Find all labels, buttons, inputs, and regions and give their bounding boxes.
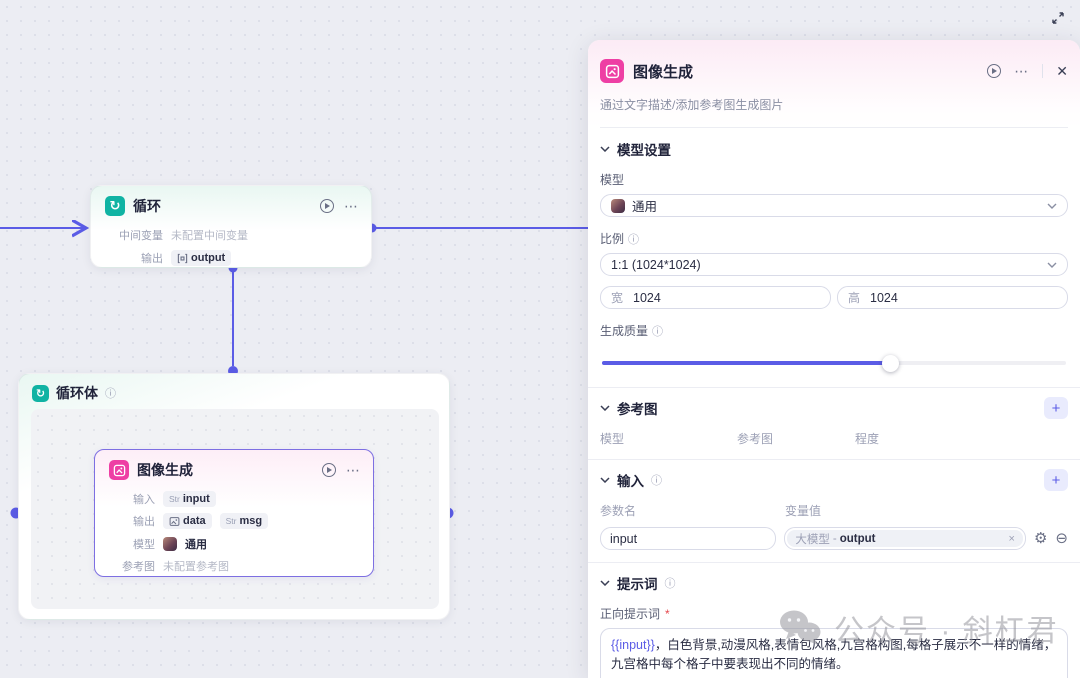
section-model-settings: 模型设置 模型 通用 比例 ⓘ 1:1 (1024*1024) 宽 1024 高…	[588, 128, 1080, 388]
info-icon: ⓘ	[628, 233, 640, 246]
section-title: 提示词	[617, 577, 658, 592]
section-reference: 参考图 + 模型 参考图 程度	[588, 388, 1080, 460]
quality-slider[interactable]	[602, 354, 1066, 372]
col-strength: 程度	[855, 432, 880, 446]
run-node-icon[interactable]	[322, 463, 336, 477]
gear-icon[interactable]: ⚙	[1033, 530, 1048, 547]
model-avatar	[611, 198, 625, 213]
section-title: 模型设置	[617, 143, 671, 158]
chevron-down-icon[interactable]	[600, 477, 610, 483]
slider-fill	[602, 361, 890, 365]
node-config-panel: 图像生成 ⋯ ✕ 通过文字描述/添加参考图生成图片 模型设置 模型 通用	[588, 40, 1080, 678]
positive-prompt-label: 正向提示词*	[600, 606, 670, 622]
node-more-icon[interactable]: ⋯	[346, 462, 361, 478]
output-tag-data: data	[163, 513, 212, 529]
ref-row-value: 未配置参考图	[163, 561, 229, 573]
run-node-icon[interactable]	[987, 64, 1002, 78]
info-icon: ⓘ	[652, 325, 664, 338]
loop-node[interactable]: ↻ 循环 ⋯ 中间变量 未配置中间变量 输出 output	[90, 185, 372, 268]
width-field[interactable]: 宽 1024	[600, 286, 831, 309]
loop-output-tag: output	[171, 250, 232, 266]
chevron-down-icon	[1047, 203, 1057, 209]
loop-body-icon: ↻	[32, 384, 49, 402]
chevron-down-icon[interactable]	[600, 580, 610, 586]
panel-more-icon[interactable]: ⋯	[1014, 63, 1030, 79]
model-row-label: 模型	[133, 539, 155, 551]
prompt-variable: {{input}}	[611, 638, 655, 652]
divider	[1042, 64, 1044, 78]
image-generation-node[interactable]: 图像生成 ⋯ 输入 Str input 输出 data Str	[94, 449, 374, 577]
loop-var-value: 未配置中间变量	[171, 230, 248, 242]
output-row-label: 输出	[133, 516, 155, 528]
remove-row-icon[interactable]: ⊖	[1055, 530, 1068, 547]
loop-node-title: 循环	[133, 198, 161, 214]
col-param-name: 参数名	[600, 504, 637, 518]
model-select[interactable]: 通用	[600, 194, 1068, 217]
chevron-down-icon[interactable]	[600, 146, 610, 152]
add-input-button[interactable]: +	[1044, 469, 1068, 491]
input-row-label: 输入	[133, 494, 155, 506]
remove-tag-icon[interactable]: ×	[1008, 532, 1015, 545]
ratio-label: 比例 ⓘ	[600, 232, 640, 246]
loop-var-label: 中间变量	[119, 230, 163, 242]
slider-thumb[interactable]	[881, 354, 899, 372]
col-variable-value: 变量值	[785, 504, 822, 518]
model-row-value: 通用	[185, 539, 207, 551]
section-input: 输入 ⓘ + 参数名 变量值 input 大模型 - output × ⚙ ⊖	[588, 460, 1080, 563]
loop-body-node[interactable]: ↻ 循环体 ⓘ 图像生成 ⋯ 输入 Str input	[18, 373, 450, 620]
info-icon: ⓘ	[651, 475, 662, 487]
prompt-text: ，白色背景,动漫风格,表情包风格,九宫格构图,每格子展示不一样的情绪，九宫格中每…	[611, 638, 1057, 672]
model-avatar	[163, 537, 177, 551]
array-icon	[177, 253, 188, 263]
input-tag: Str input	[163, 491, 216, 507]
param-name-input[interactable]: input	[600, 527, 777, 550]
ratio-select[interactable]: 1:1 (1024*1024)	[600, 253, 1068, 276]
model-label: 模型	[600, 173, 625, 187]
output-tag-msg: Str msg	[219, 513, 269, 529]
col-model: 模型	[600, 432, 625, 446]
image-icon	[169, 516, 180, 526]
panel-title: 图像生成	[633, 63, 694, 81]
loop-icon: ↻	[105, 196, 125, 216]
positive-prompt-textarea[interactable]: {{input}}，白色背景,动漫风格,表情包风格,九宫格构图,每格子展示不一样…	[600, 628, 1068, 678]
ref-row-label: 参考图	[122, 561, 155, 573]
chevron-down-icon[interactable]	[600, 405, 610, 411]
divider	[600, 127, 1068, 128]
image-generation-icon	[109, 460, 129, 480]
node-more-icon[interactable]: ⋯	[344, 198, 359, 214]
close-icon[interactable]: ✕	[1056, 62, 1068, 79]
variable-value-select[interactable]: 大模型 - output ×	[784, 527, 1026, 550]
image-generation-icon	[600, 59, 624, 83]
info-icon: ⓘ	[105, 388, 116, 400]
section-prompt: 提示词 ⓘ 正向提示词* {{input}}，白色背景,动漫风格,表情包风格,九…	[588, 563, 1080, 678]
loop-output-label: 输出	[141, 253, 163, 265]
col-reference: 参考图	[737, 432, 774, 446]
panel-description: 通过文字描述/添加参考图生成图片	[600, 98, 784, 112]
loop-body-title: 循环体	[56, 385, 98, 401]
height-field[interactable]: 高 1024	[837, 286, 1068, 309]
required-mark: *	[665, 606, 670, 621]
section-title: 输入	[617, 474, 644, 489]
canvas-expand-icon[interactable]	[1050, 10, 1066, 31]
add-reference-button[interactable]: +	[1044, 397, 1068, 419]
chevron-down-icon	[1047, 262, 1057, 268]
section-title: 参考图	[617, 402, 658, 417]
quality-label: 生成质量 ⓘ	[600, 324, 664, 338]
variable-tag: 大模型 - output ×	[787, 530, 1023, 547]
run-node-icon[interactable]	[320, 199, 334, 213]
info-icon: ⓘ	[664, 578, 676, 590]
image-node-title: 图像生成	[137, 462, 193, 478]
